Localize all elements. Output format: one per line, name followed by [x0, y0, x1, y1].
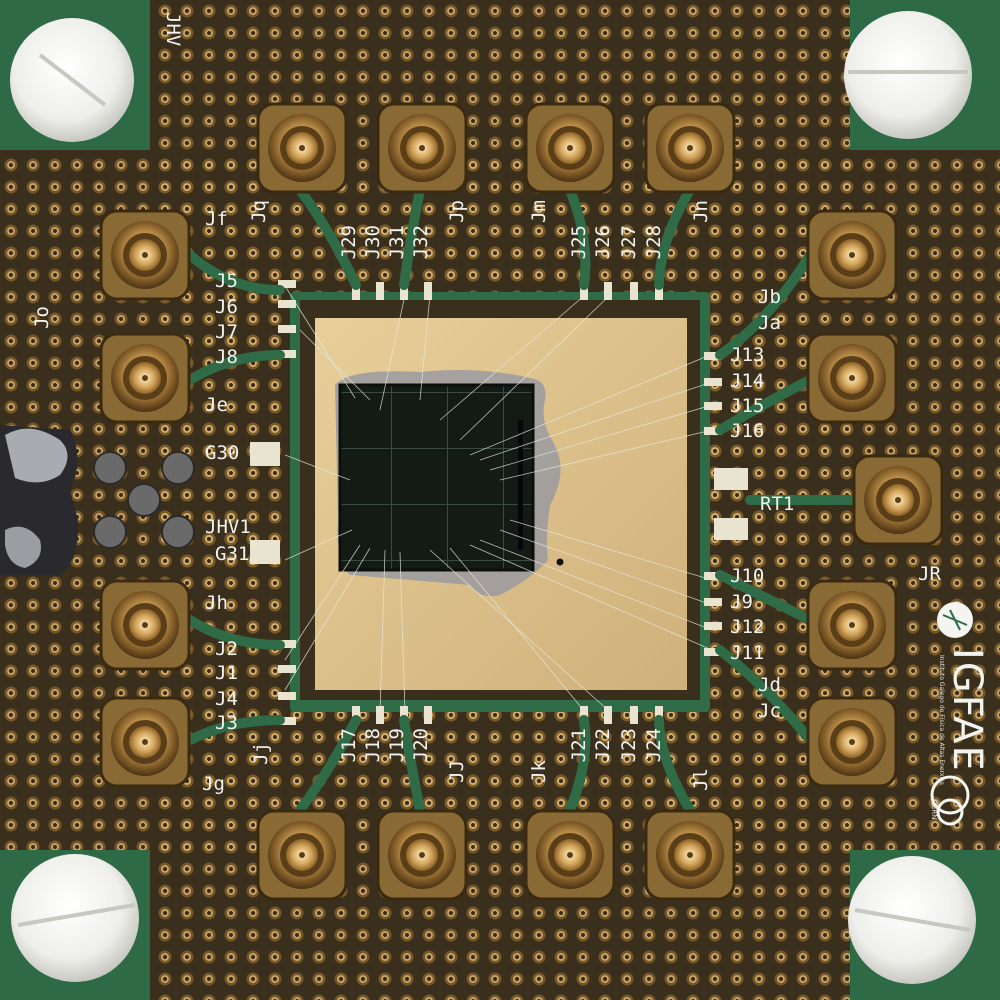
label-g31: G31	[215, 543, 250, 565]
label-jd: Jd	[758, 674, 781, 696]
label-jm: Jm	[528, 200, 550, 223]
label-j17: J17	[338, 728, 360, 763]
mmcx-connector	[99, 209, 191, 301]
label-j14: J14	[730, 370, 765, 392]
label-j4: J4	[215, 688, 238, 710]
label-jl: Jl	[690, 768, 712, 791]
label-j13: J13	[730, 344, 765, 366]
label-jhv1: JHV1	[205, 516, 251, 538]
label-j31: J31	[386, 225, 408, 260]
mmcx-connector	[99, 579, 191, 671]
label-jn: Jn	[690, 200, 712, 223]
mmcx-connector	[806, 579, 898, 671]
label-jh: Jh	[205, 592, 228, 614]
mmcx-connector	[99, 696, 191, 788]
label-j15: J15	[730, 395, 765, 417]
mmcx-connector	[852, 454, 944, 546]
traces	[185, 185, 865, 815]
label-j18: J18	[362, 728, 384, 763]
label-j3: J3	[215, 712, 238, 734]
label-j21: J21	[568, 728, 590, 763]
label-j22: J22	[592, 728, 614, 763]
label-j9: J9	[730, 591, 753, 613]
label-jg: Jg	[202, 773, 225, 795]
mmcx-connector	[806, 332, 898, 424]
cern-logo-mark	[930, 775, 970, 815]
fiducial	[556, 558, 564, 566]
label-j24: J24	[643, 728, 665, 763]
mmcx-connector	[644, 102, 736, 194]
label-j11: J11	[730, 642, 765, 664]
label-jhv: JHV	[162, 12, 184, 47]
label-j30: J30	[362, 225, 384, 260]
label-j5: J5	[215, 270, 238, 292]
label-jr: JR	[918, 563, 941, 585]
label-j29: J29	[338, 225, 360, 260]
label-j26: J26	[592, 225, 614, 260]
label-jq: Jq	[248, 200, 270, 223]
label-j7: J7	[215, 321, 238, 343]
mmcx-connector	[806, 696, 898, 788]
label-j16: J16	[730, 420, 765, 442]
label-jf: Jf	[205, 208, 228, 230]
label-j8: J8	[215, 346, 238, 368]
label-jp: Jp	[446, 200, 468, 223]
label-ja: Ja	[758, 312, 781, 334]
label-j20: J20	[410, 728, 432, 763]
label-jc: Jc	[758, 700, 781, 722]
label-je: Je	[205, 394, 228, 416]
mmcx-connectors	[99, 102, 944, 901]
label-j19: J19	[386, 728, 408, 763]
mmcx-connector	[256, 809, 348, 901]
label-jj: Jj	[250, 742, 272, 765]
label-j23: J23	[618, 728, 640, 763]
label-j28: J28	[643, 225, 665, 260]
label-rt1: RT1	[760, 493, 795, 515]
mmcx-connector	[806, 209, 898, 301]
label-j6: J6	[215, 296, 238, 318]
mmcx-connector	[99, 332, 191, 424]
mmcx-connector	[644, 809, 736, 901]
label-j10: J10	[730, 565, 765, 587]
label-j1: J1	[215, 662, 238, 684]
mmcx-connector	[524, 102, 616, 194]
mmcx-connector	[256, 102, 348, 194]
label-jb: Jb	[758, 286, 781, 308]
label-j2: J2	[215, 638, 238, 660]
label-j27: J27	[618, 225, 640, 260]
wire-bonds	[284, 285, 713, 713]
mounting-screws	[10, 11, 976, 984]
label-jk: Jk	[528, 760, 550, 783]
label-jj2: JJ	[446, 760, 468, 783]
label-g30: G30	[205, 442, 240, 464]
label-j25: J25	[568, 225, 590, 260]
sensor-chip	[340, 385, 533, 570]
mmcx-connector	[376, 102, 468, 194]
igfae-subtitle: Instituto Galego de Física de Altas Ener…	[938, 655, 945, 785]
igfae-logo-text: IGFAE	[944, 648, 990, 773]
bond-pads	[250, 280, 748, 725]
cern-logo-text: CERN	[930, 800, 938, 820]
smd-pads	[93, 451, 195, 549]
label-jo: Jo	[31, 306, 53, 329]
label-j32: J32	[410, 225, 432, 260]
label-j12: J12	[730, 616, 765, 638]
mmcx-connector	[524, 809, 616, 901]
mmcx-connector	[376, 809, 468, 901]
